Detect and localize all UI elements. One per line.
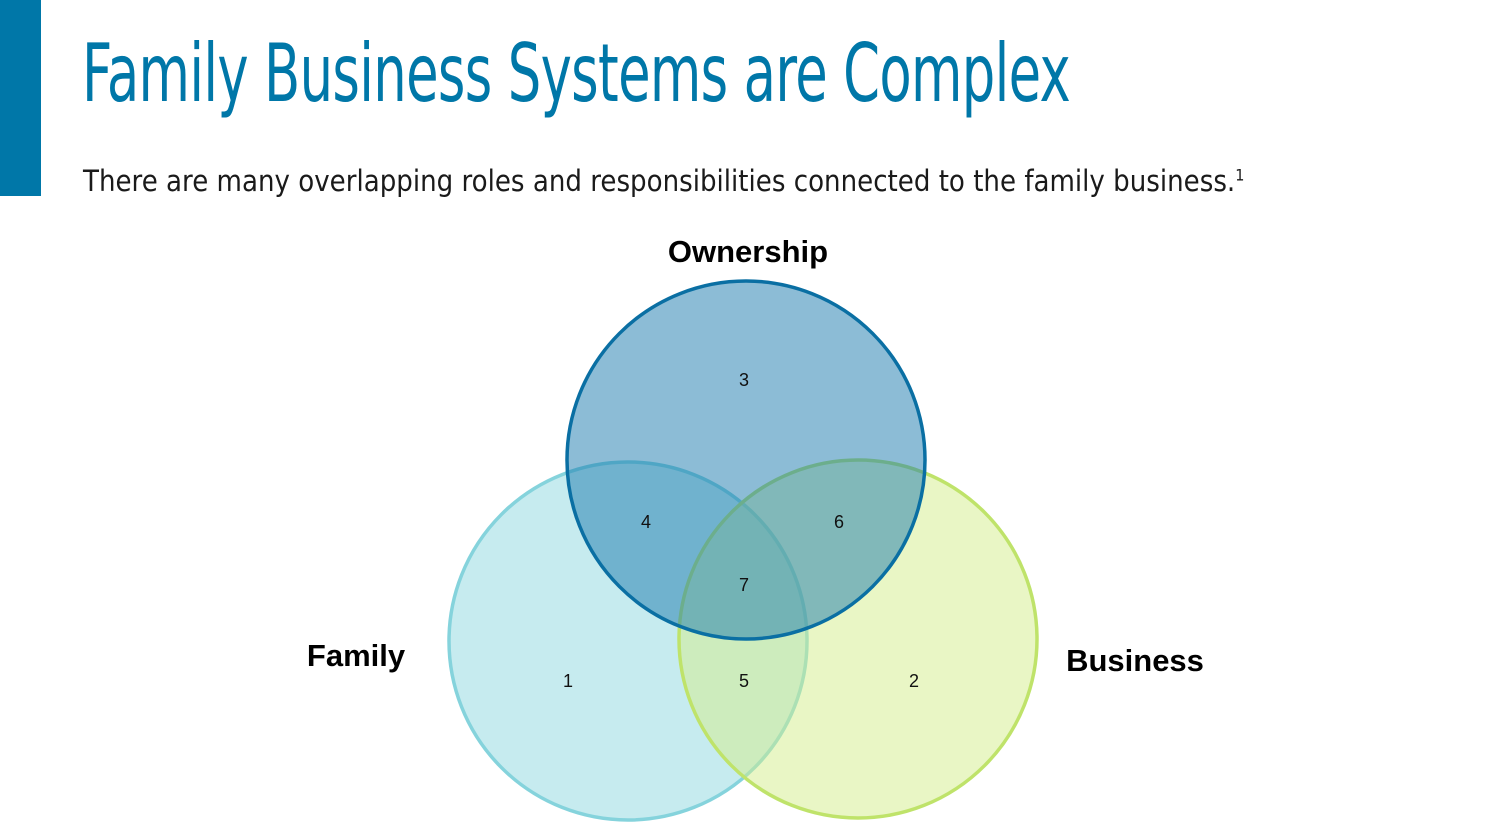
family-label: Family bbox=[307, 638, 406, 673]
region-family-business: 5 bbox=[739, 671, 749, 691]
business-label: Business bbox=[1066, 643, 1204, 678]
subtitle-text: There are many overlapping roles and res… bbox=[83, 164, 1236, 198]
region-ownership-only: 3 bbox=[739, 370, 749, 390]
region-family-only: 1 bbox=[563, 671, 573, 691]
footnote-marker: 1 bbox=[1235, 165, 1245, 185]
ownership-label: Ownership bbox=[668, 234, 828, 269]
venn-circles bbox=[447, 279, 1039, 822]
accent-bar bbox=[0, 0, 41, 196]
page-subtitle: There are many overlapping roles and res… bbox=[83, 164, 1244, 199]
region-ownership-business: 6 bbox=[834, 512, 844, 532]
region-business-only: 2 bbox=[909, 671, 919, 691]
ownership-circle bbox=[565, 279, 927, 641]
region-family-ownership: 4 bbox=[641, 512, 651, 532]
region-all-three: 7 bbox=[739, 575, 749, 595]
page-title: Family Business Systems are Complex bbox=[82, 27, 1071, 120]
